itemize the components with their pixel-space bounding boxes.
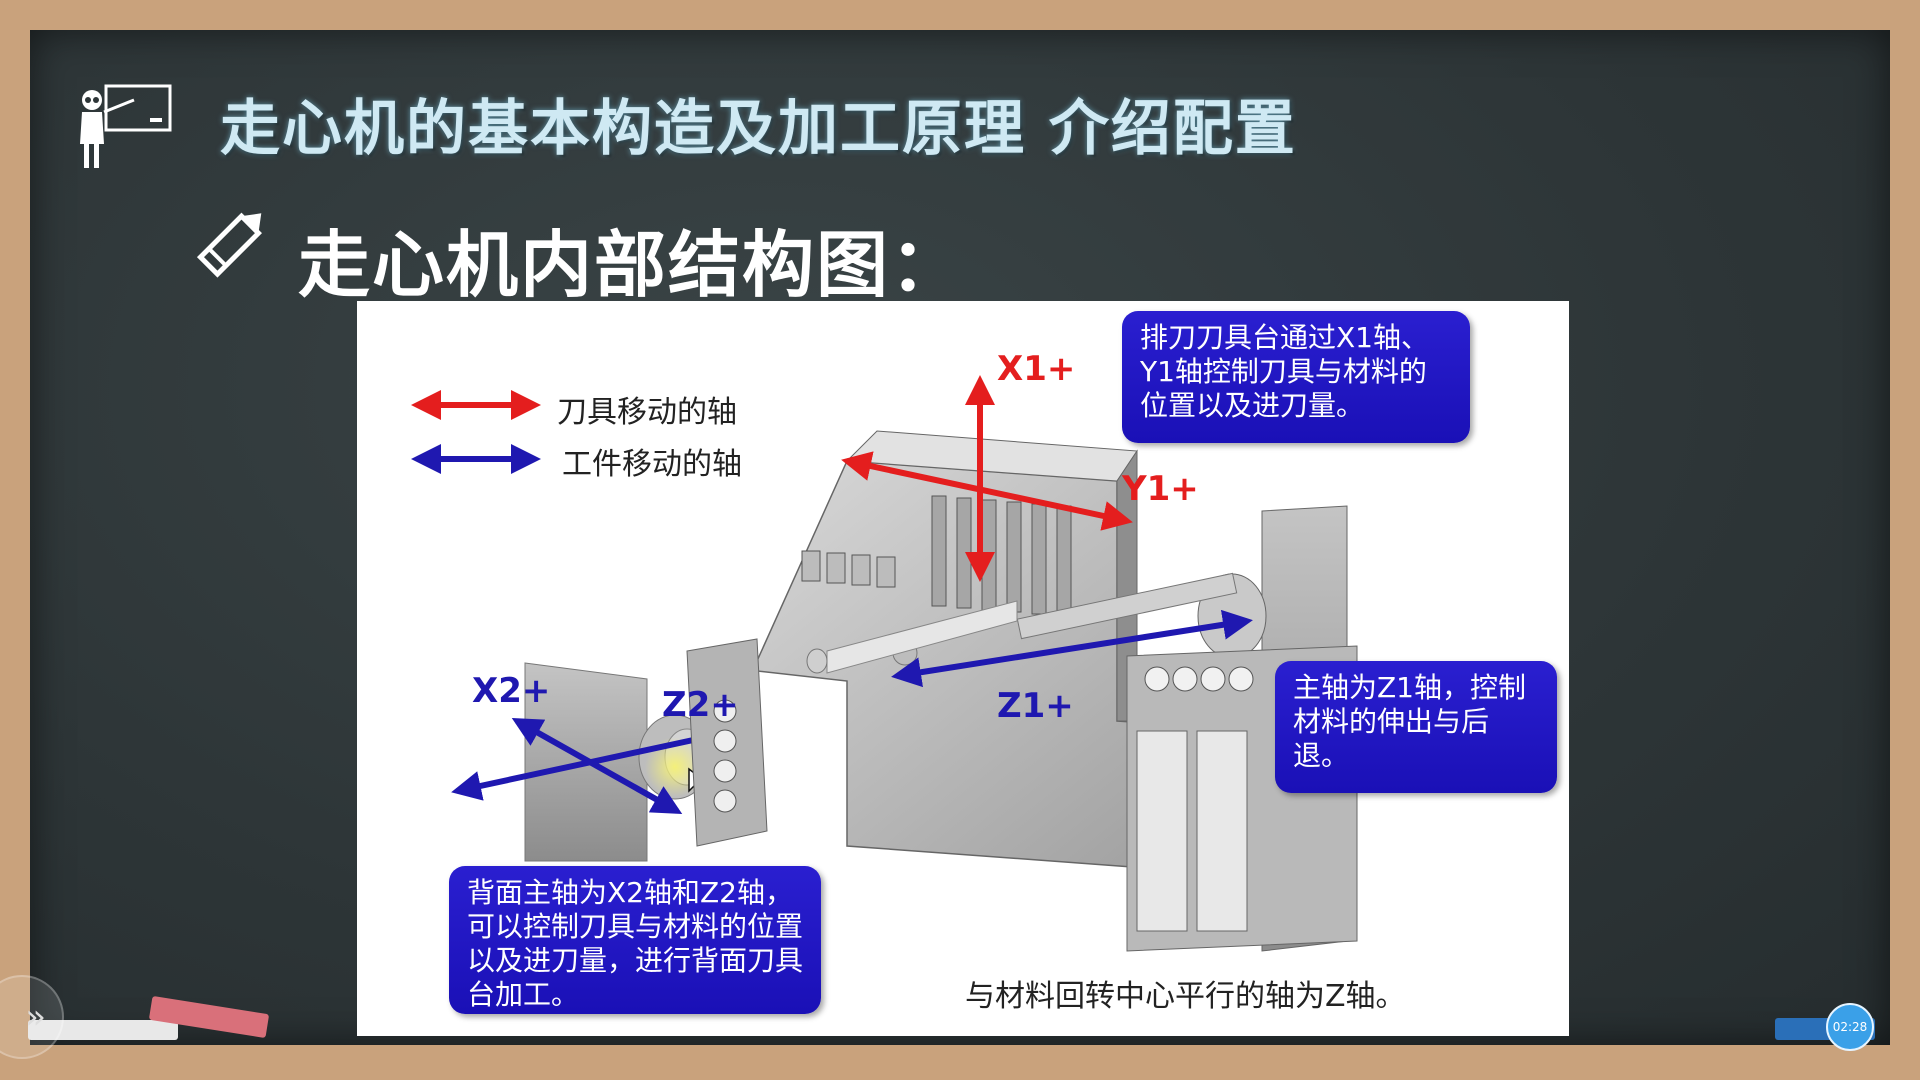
chevron-right-icon: » (25, 997, 46, 1037)
z2-axis-arrow (451, 721, 741, 801)
z1-axis-arrow (891, 609, 1253, 688)
page-title: 走心机的基本构造及加工原理 介绍配置 (220, 94, 1297, 164)
x2-axis-label: X2+ (472, 671, 551, 711)
z-axis-footnote: 与材料回转中心平行的轴为Z轴。 (965, 979, 1406, 1014)
pencil-icon (196, 212, 262, 278)
section-title: 走心机内部结构图： (298, 223, 965, 307)
sub-spindle-callout: 背面主轴为X2轴和Z2轴，可以控制刀具与材料的位置以及进刀量，进行背面刀具台加工… (449, 866, 821, 1014)
timer-badge[interactable]: 02:28 (1826, 1003, 1874, 1051)
teacher-board-icon (80, 84, 172, 168)
legend-tool-label: 刀具移动的轴 (557, 395, 737, 430)
legend-work-label: 工件移动的轴 (562, 447, 742, 482)
gang-tool-callout: 排刀刀具台通过X1轴、Y1轴控制刀具与材料的位置以及进刀量。 (1122, 311, 1470, 443)
z2-axis-label: Z2+ (662, 685, 739, 725)
x1-axis-label: X1+ (997, 349, 1076, 389)
y1-axis-arrow (841, 451, 1133, 531)
expand-sidebar-button[interactable]: » (0, 975, 64, 1059)
main-spindle-callout: 主轴为Z1轴，控制材料的伸出与后退。 (1275, 661, 1557, 793)
y1-axis-label: Y1+ (1122, 469, 1199, 509)
chalk-white (28, 1020, 178, 1040)
machine-structure-diagram: 刀具移动的轴 工件移动的轴 X1+ Y1+ Z1+ X2+ Z2+ 排刀刀具台通… (357, 301, 1569, 1036)
plate-holes (713, 699, 737, 813)
drill-holders (801, 550, 896, 588)
z1-axis-label: Z1+ (997, 686, 1074, 726)
